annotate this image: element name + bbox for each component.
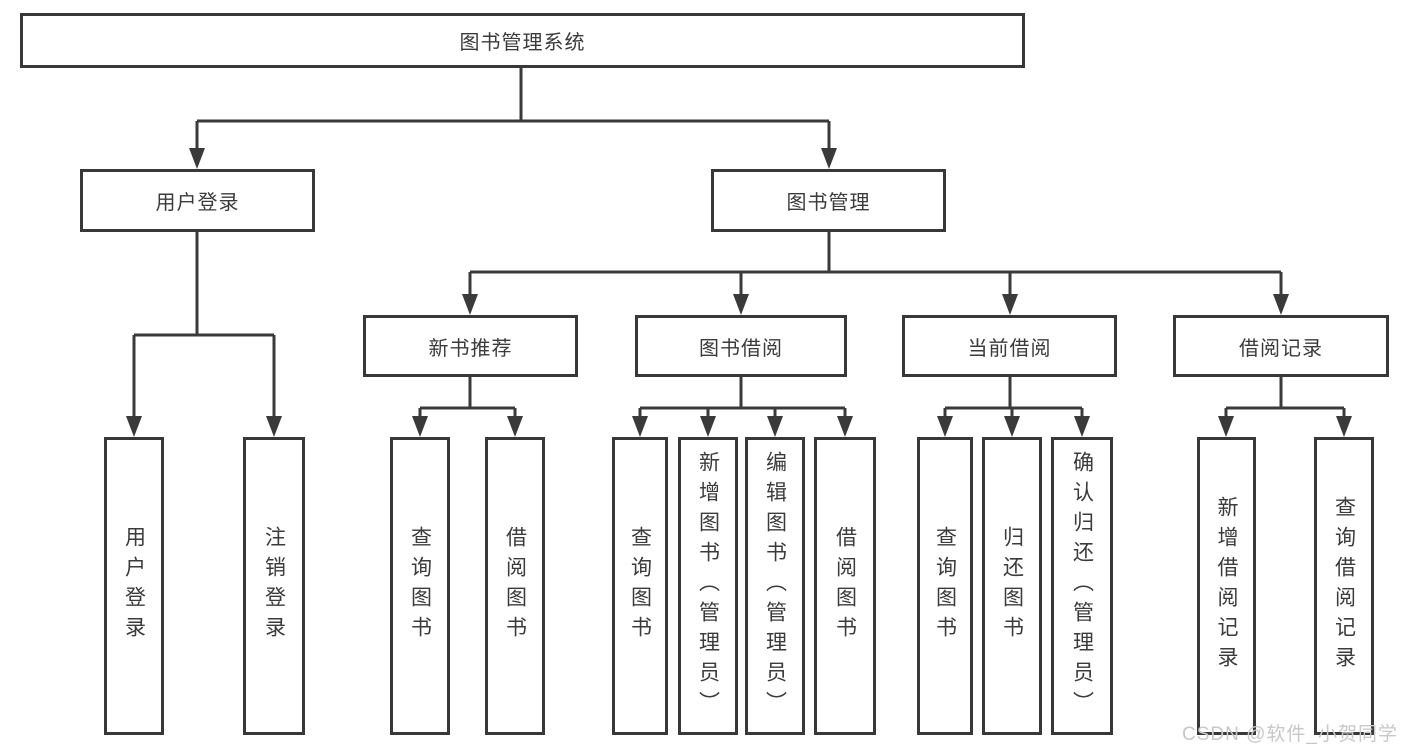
leaf-query-books-2: 查询图书 (612, 437, 668, 735)
leaf-borrow-books-2: 借阅图书 (814, 437, 876, 735)
arrowheads (126, 148, 1352, 437)
leaf-borrow-books-1: 借阅图书 (485, 437, 545, 735)
leaf-logout: 注销登录 (243, 437, 305, 735)
node-borrow-records: 借阅记录 (1173, 315, 1389, 377)
connector-root-to-level2 (195, 68, 831, 153)
node-new-book-recommend: 新书推荐 (363, 315, 578, 377)
connector-book-mgmt-to-level3 (468, 232, 1283, 299)
node-root-system: 图书管理系统 (20, 13, 1025, 68)
leaf-return-books: 归还图书 (982, 437, 1042, 735)
csdn-watermark: CSDN @软件_小贺同学 (1182, 724, 1398, 745)
leaf-add-borrow-record: 新增借阅记录 (1197, 437, 1256, 735)
connector-user-login-to-leaves (132, 232, 276, 423)
node-current-borrow: 当前借阅 (902, 315, 1117, 377)
node-user-login: 用户登录 (80, 169, 315, 232)
leaf-user-login: 用户登录 (104, 437, 164, 735)
leaf-confirm-return-admin: 确认归还（管理员） (1051, 437, 1113, 735)
node-book-borrow: 图书借阅 (635, 315, 847, 377)
node-book-management: 图书管理 (711, 169, 946, 232)
connector-records-to-leaves (1224, 377, 1346, 423)
leaf-query-borrow-record: 查询借阅记录 (1314, 437, 1374, 735)
connector-new-book-to-leaves (418, 377, 517, 423)
connector-borrow-to-leaves (638, 377, 847, 423)
leaf-edit-books-admin: 编辑图书（管理员） (745, 437, 805, 735)
leaf-query-books-1: 查询图书 (390, 437, 450, 735)
leaf-add-books-admin: 新增图书（管理员） (678, 437, 738, 735)
leaf-query-books-3: 查询图书 (917, 437, 973, 735)
connector-current-to-leaves (943, 377, 1084, 423)
